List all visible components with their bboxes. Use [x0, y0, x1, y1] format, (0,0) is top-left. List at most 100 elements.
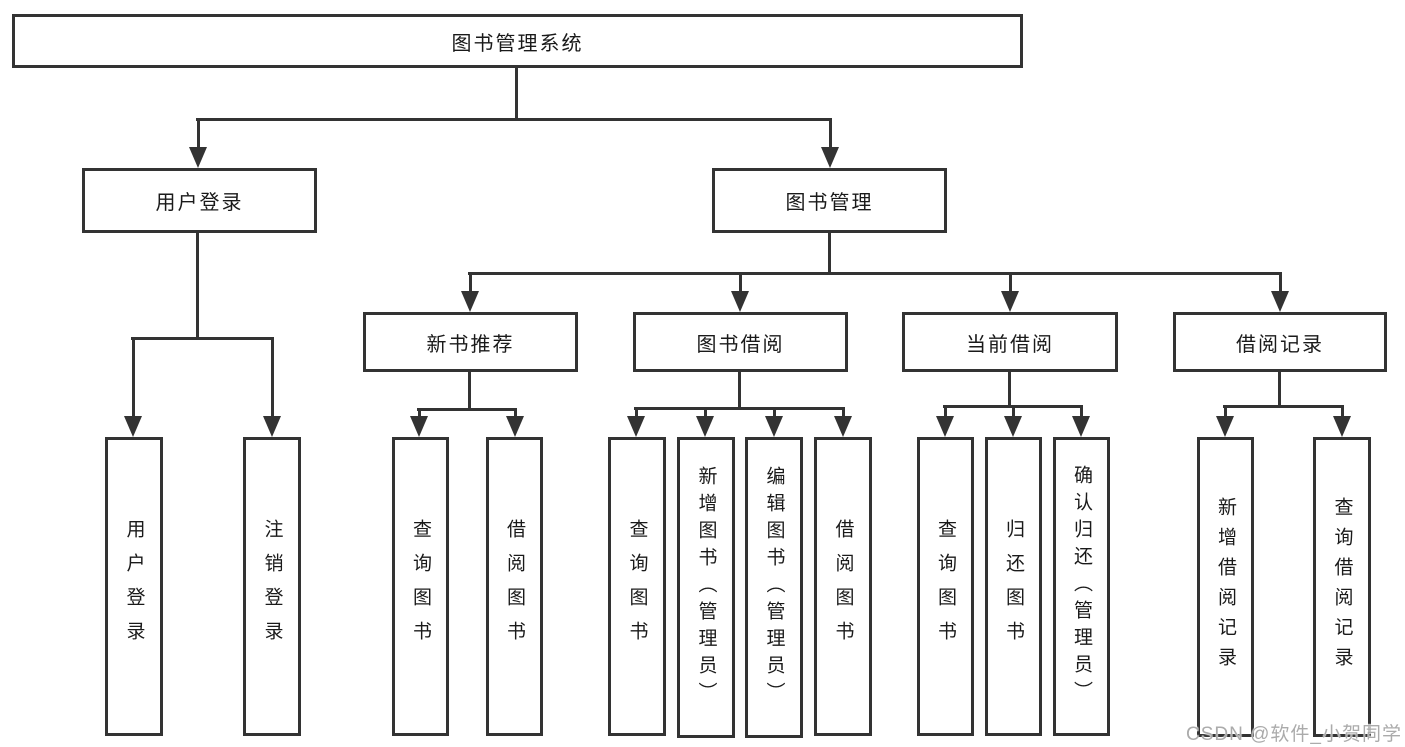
leaf-br-query-record-label: 查询借阅记录: [1331, 497, 1353, 677]
connector-bar-level2: [196, 118, 832, 121]
arrow-to-leaf-logout: [263, 337, 281, 437]
arrow-shaft: [131, 337, 135, 422]
node-new-book-recommend: 新书推荐: [363, 312, 578, 372]
arrow-shaft: [738, 272, 742, 297]
leaf-bb-edit-books-label: 编辑图书（管理员）: [763, 466, 785, 709]
leaf-bb-edit-books: 编辑图书（管理员）: [745, 437, 803, 738]
arrow-down-icon: [821, 147, 839, 168]
arrow-to-leaf-cb-return: [1004, 405, 1022, 437]
leaf-nbr-borrow-books-label: 借阅图书: [504, 518, 525, 655]
arrow-down-icon: [506, 416, 524, 437]
arrow-to-leaf-bb-add: [696, 407, 714, 437]
arrow-shaft: [828, 118, 832, 153]
arrow-to-leaf-nbr-query: [410, 408, 428, 437]
arrow-shaft: [196, 118, 200, 153]
arrow-shaft: [1278, 272, 1282, 297]
connector-bar-level3: [468, 272, 1282, 275]
connector-stem-borrow-records: [1278, 372, 1281, 408]
arrow-shaft: [1011, 405, 1015, 422]
node-book-management: 图书管理: [712, 168, 947, 233]
arrow-shaft: [1008, 272, 1012, 297]
connector-stem-current-borrow: [1008, 372, 1011, 408]
arrow-shaft: [468, 272, 472, 297]
connector-bar-nbr-children: [417, 408, 517, 411]
arrow-shaft: [943, 405, 947, 422]
node-current-borrow-label: 当前借阅: [966, 333, 1054, 356]
arrow-shaft: [1340, 405, 1344, 422]
arrow-down-icon: [1216, 416, 1234, 437]
leaf-cb-query-books-label: 查询图书: [935, 518, 956, 655]
leaf-cb-return-books: 归还图书: [985, 437, 1042, 736]
arrow-to-borrow-records: [1271, 272, 1289, 312]
arrow-to-leaf-bb-borrow: [834, 407, 852, 437]
arrow-down-icon: [1333, 416, 1351, 437]
arrow-down-icon: [936, 416, 954, 437]
connector-bar-user-login-children: [131, 337, 274, 340]
leaf-nbr-query-books-label: 查询图书: [410, 518, 431, 655]
leaf-nbr-borrow-books: 借阅图书: [486, 437, 543, 736]
arrow-shaft: [1223, 405, 1227, 422]
leaf-bb-borrow-books-label: 借阅图书: [832, 518, 854, 655]
node-root: 图书管理系统: [12, 14, 1023, 68]
arrow-down-icon: [461, 291, 479, 312]
arrow-to-current-borrow: [1001, 272, 1019, 312]
node-root-label: 图书管理系统: [451, 32, 584, 55]
leaf-cb-confirm-return: 确认归还（管理员）: [1053, 437, 1110, 736]
arrow-to-book-borrow: [731, 272, 749, 312]
arrow-down-icon: [263, 416, 281, 437]
arrow-shaft: [841, 407, 845, 422]
arrow-down-icon: [765, 416, 783, 437]
leaf-logout: 注销登录: [243, 437, 301, 736]
connector-bar-bb-children: [634, 407, 845, 410]
leaf-bb-add-books: 新增图书（管理员）: [677, 437, 735, 738]
arrow-shaft: [1079, 405, 1083, 422]
arrow-down-icon: [1001, 291, 1019, 312]
arrow-down-icon: [696, 416, 714, 437]
arrow-down-icon: [1004, 416, 1022, 437]
arrow-down-icon: [410, 416, 428, 437]
csdn-watermark: CSDN @软件_小贺同学: [1186, 724, 1402, 745]
arrow-to-leaf-bb-edit: [765, 407, 783, 437]
leaf-br-query-record: 查询借阅记录: [1313, 437, 1371, 737]
node-book-management-label: 图书管理: [785, 192, 874, 214]
arrow-down-icon: [189, 147, 207, 168]
leaf-nbr-query-books: 查询图书: [392, 437, 449, 736]
arrow-down-icon: [731, 291, 749, 312]
arrow-down-icon: [1271, 291, 1289, 312]
node-new-book-recommend-label: 新书推荐: [426, 333, 515, 356]
arrow-shaft: [703, 407, 707, 422]
arrow-to-user-login: [189, 118, 207, 168]
leaf-logout-label: 注销登录: [261, 518, 283, 655]
arrow-to-leaf-bb-query: [627, 407, 645, 437]
arrow-to-new-book-recommend: [461, 272, 479, 312]
connector-stem-new-book-recommend: [468, 372, 471, 411]
arrow-to-leaf-cb-confirm: [1072, 405, 1090, 437]
node-book-borrow: 图书借阅: [633, 312, 848, 372]
leaf-user-login: 用户登录: [105, 437, 163, 736]
node-user-login: 用户登录: [82, 168, 317, 233]
arrow-to-leaf-br-query: [1333, 405, 1351, 437]
leaf-bb-query-books-label: 查询图书: [626, 518, 648, 655]
arrow-shaft: [634, 407, 638, 422]
leaf-cb-query-books: 查询图书: [917, 437, 974, 736]
arrow-shaft: [270, 337, 274, 422]
leaf-bb-borrow-books: 借阅图书: [814, 437, 872, 736]
arrow-down-icon: [124, 416, 142, 437]
connector-stem-root: [515, 67, 518, 121]
node-current-borrow: 当前借阅: [902, 312, 1118, 372]
node-book-borrow-label: 图书借阅: [696, 333, 785, 356]
connector-bar-br-children: [1223, 405, 1344, 408]
node-borrow-records-label: 借阅记录: [1236, 333, 1324, 356]
arrow-shaft: [417, 408, 421, 422]
node-borrow-records: 借阅记录: [1173, 312, 1387, 372]
arrow-down-icon: [1072, 416, 1090, 437]
connector-stem-book-management: [828, 233, 831, 275]
leaf-cb-confirm-return-label: 确认归还（管理员）: [1071, 465, 1092, 708]
arrow-to-book-management: [821, 118, 839, 168]
arrow-shaft: [772, 407, 776, 422]
arrow-shaft: [513, 408, 517, 422]
arrow-down-icon: [627, 416, 645, 437]
leaf-br-add-record: 新增借阅记录: [1197, 437, 1254, 737]
leaf-br-add-record-label: 新增借阅记录: [1215, 497, 1236, 677]
